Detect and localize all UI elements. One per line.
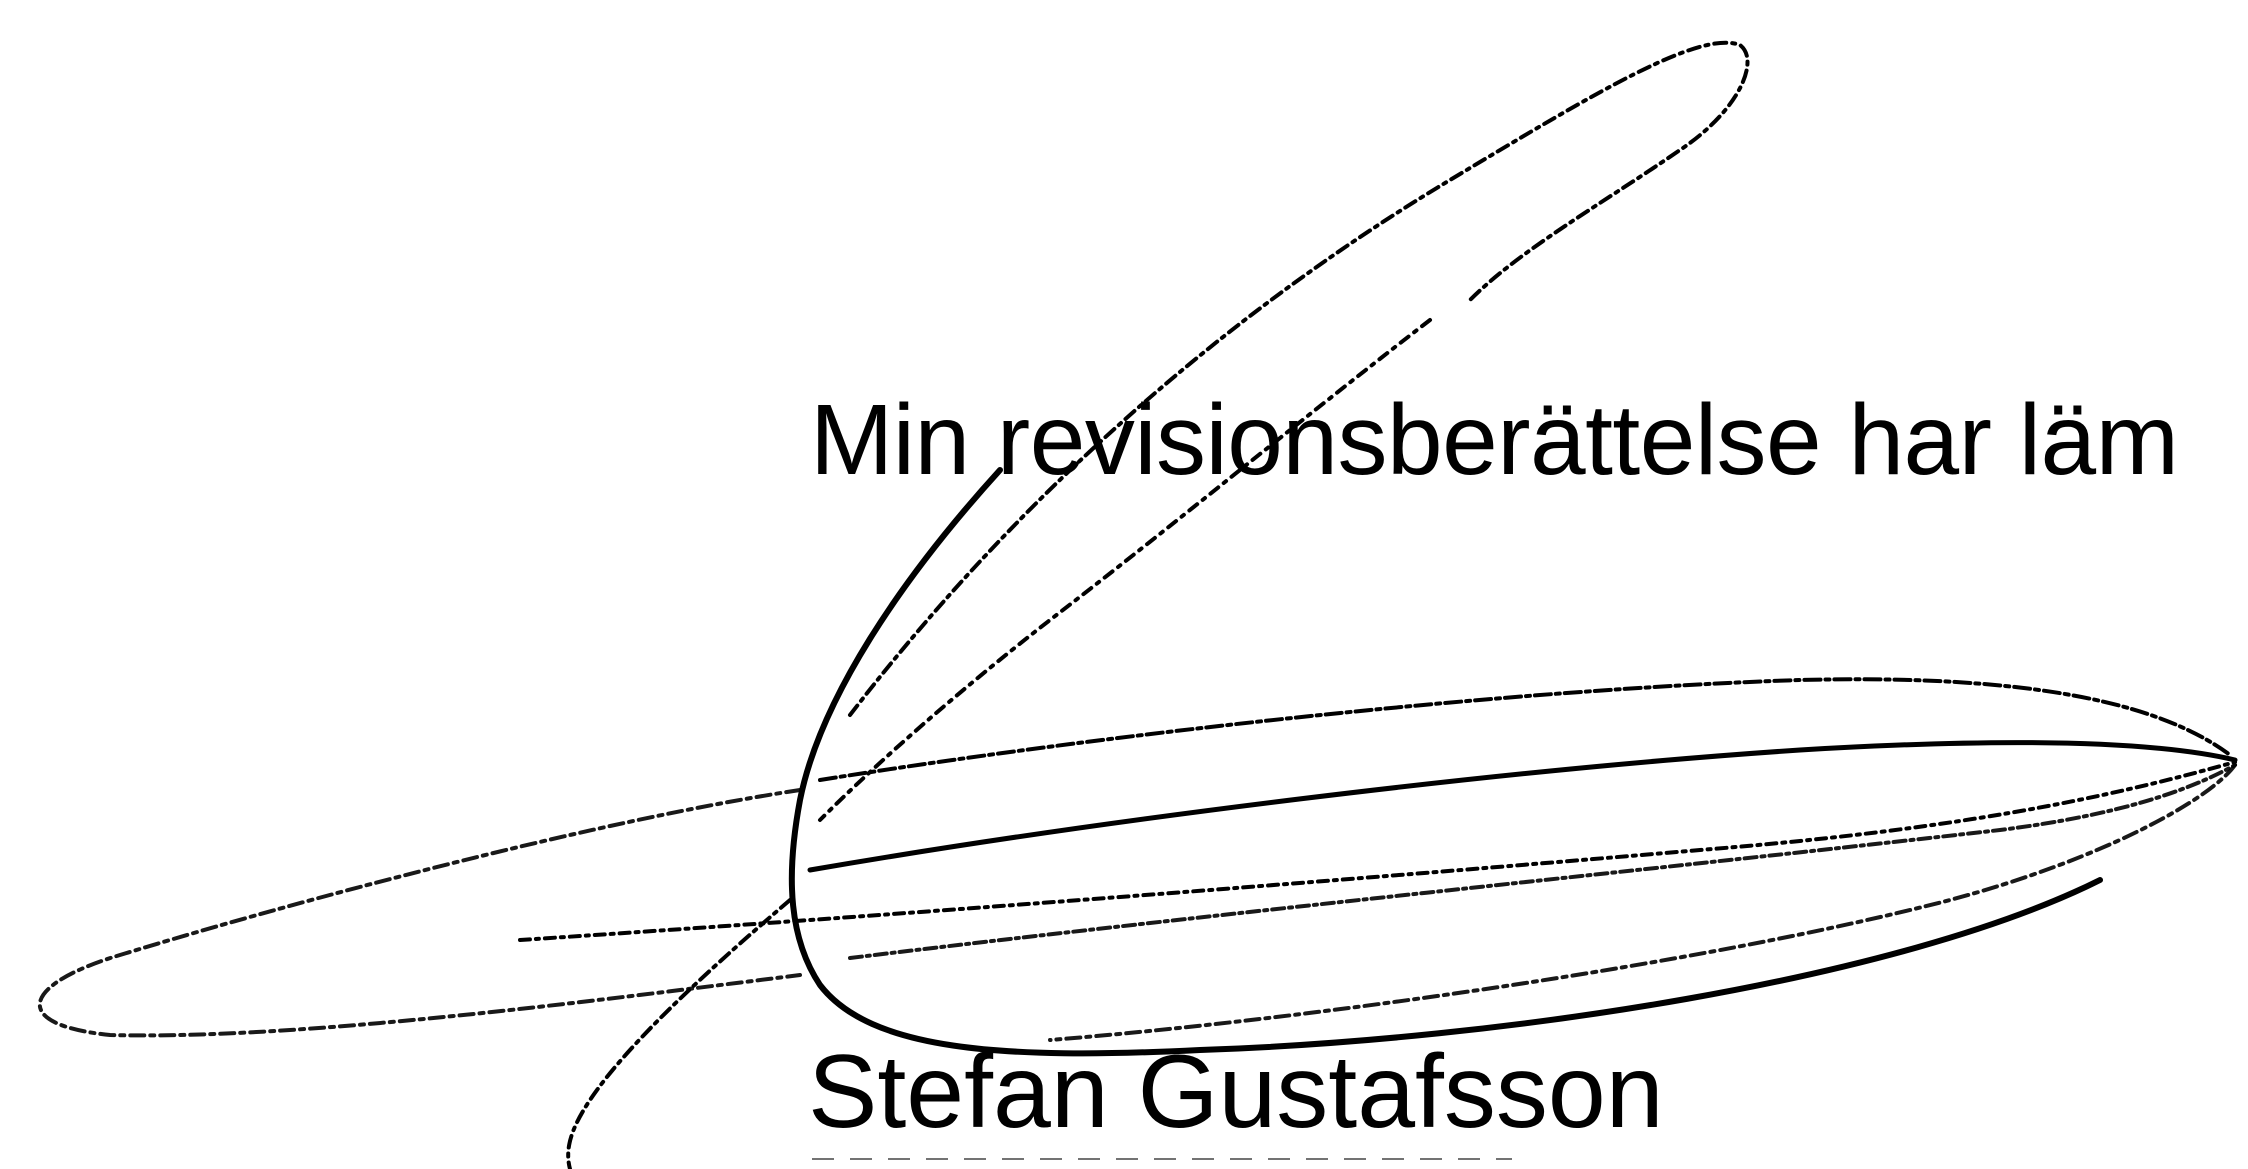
signer-name: Stefan Gustafsson xyxy=(808,1034,1664,1150)
audit-report-statement: Min revisionsberättelse har läm xyxy=(810,384,2179,496)
cropped-title-line xyxy=(812,1158,1512,1169)
